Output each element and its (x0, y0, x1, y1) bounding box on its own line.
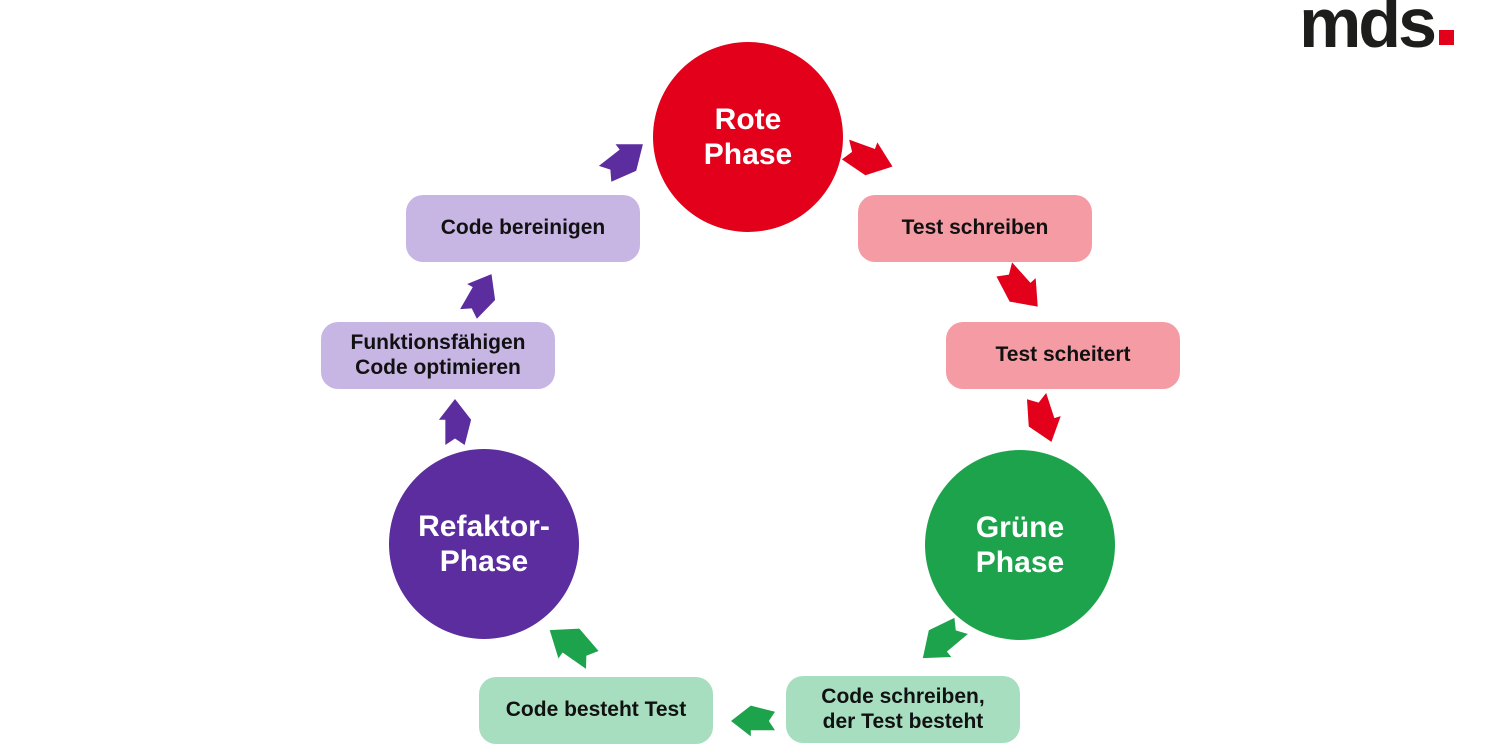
box-funktionsfaehigen-code-optimieren-label: Funktionsfähigen Code optimieren (350, 331, 526, 379)
circle-rote-phase: Rote Phase (653, 42, 843, 232)
arrow-shape (1026, 393, 1061, 442)
circle-gruene-phase: Grüne Phase (925, 450, 1115, 640)
arrow-code-bereinigen-to-rote-phase-icon (598, 144, 643, 182)
arrow-test-schreiben-to-test-scheitert-icon (996, 262, 1038, 307)
arrow-code-schreiben-to-code-besteht-icon (731, 705, 775, 737)
box-test-scheitert: Test scheitert (946, 322, 1180, 389)
box-code-besteht-test-label: Code besteht Test (505, 698, 687, 722)
arrow-shape (996, 262, 1038, 307)
arrow-shape (438, 399, 472, 445)
box-test-schreiben: Test schreiben (858, 195, 1092, 262)
circle-refaktor-phase: Refaktor- Phase (389, 449, 579, 639)
logo-dot (1439, 30, 1454, 45)
logo-text: mds (1299, 0, 1437, 62)
arrow-gruene-phase-to-code-schreiben-icon (922, 617, 968, 659)
circle-gruene-phase-label: Grüne Phase (975, 510, 1065, 579)
box-code-besteht-test: Code besteht Test (479, 677, 713, 744)
box-funktionsfaehigen-code-optimieren: Funktionsfähigen Code optimieren (321, 322, 555, 389)
box-code-schreiben-der-test-besteht-label: Code schreiben, der Test besteht (821, 685, 985, 733)
logo: mds (1299, 0, 1454, 58)
box-code-schreiben-der-test-besteht: Code schreiben, der Test besteht (786, 676, 1020, 743)
circle-refaktor-phase-label: Refaktor- Phase (418, 509, 550, 578)
box-test-scheitert-label: Test scheitert (995, 343, 1131, 367)
arrow-shape (922, 617, 968, 659)
box-test-schreiben-label: Test schreiben (901, 216, 1049, 240)
arrow-test-scheitert-to-gruene-phase-icon (1026, 393, 1061, 442)
arrow-shape (841, 139, 893, 176)
arrow-refaktor-phase-to-funktionsfaehigen-icon (438, 399, 472, 445)
arrow-code-besteht-to-refaktor-phase-icon (549, 628, 599, 669)
arrow-shape (549, 628, 599, 669)
arrow-shape (460, 274, 496, 319)
box-code-bereinigen-label: Code bereinigen (440, 216, 606, 240)
arrow-rote-phase-to-test-schreiben-icon (841, 139, 893, 176)
arrow-shape (598, 144, 643, 182)
arrow-shape (731, 705, 775, 737)
arrow-funktionsfaehigen-to-code-bereinigen-icon (460, 274, 496, 319)
box-code-bereinigen: Code bereinigen (406, 195, 640, 262)
circle-rote-phase-label: Rote Phase (703, 102, 793, 171)
